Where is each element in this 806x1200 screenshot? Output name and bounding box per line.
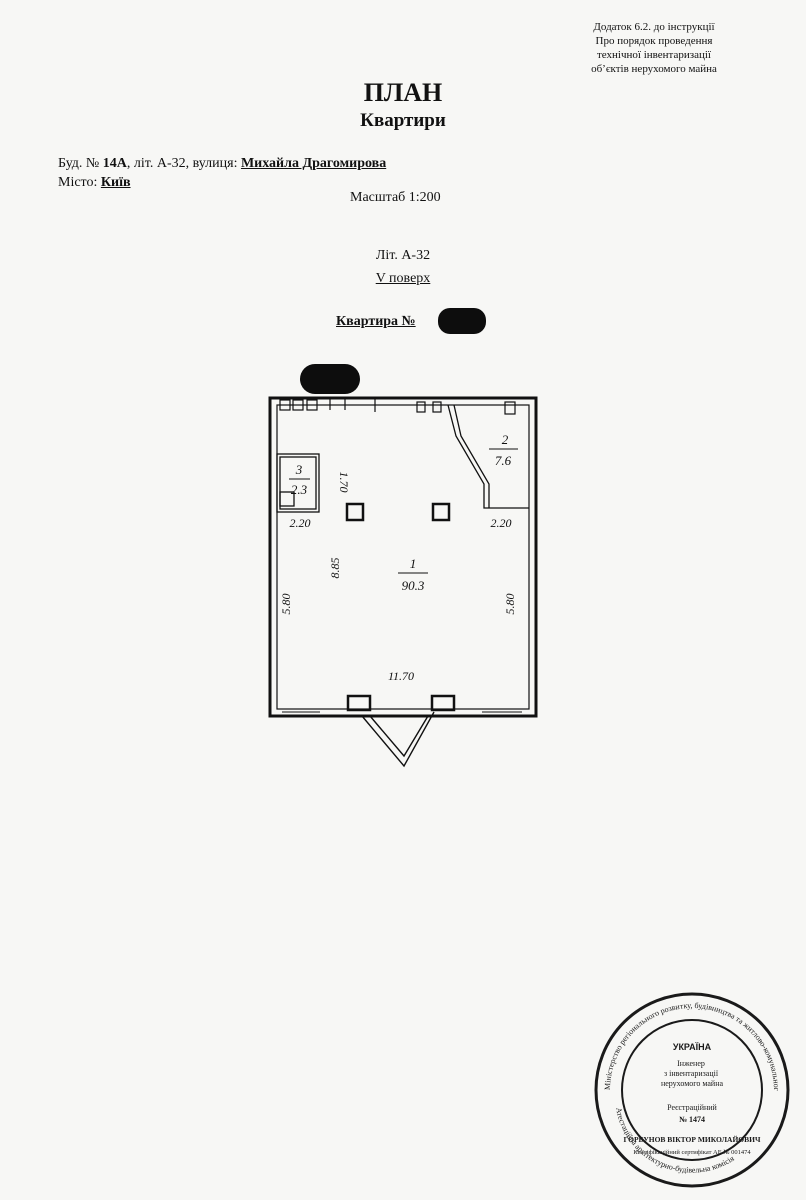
plan-title: ПЛАН	[363, 78, 443, 107]
street-name: Михайла Драгомирова	[240, 156, 387, 171]
stamp-reg-number: № 1474	[679, 1115, 705, 1124]
room2-partition	[447, 404, 529, 509]
address-block: Буд. № 14А, літ. А-32, вулиця: Михайла Д…	[58, 154, 386, 192]
city-line: Місто: Київ	[58, 173, 386, 192]
room-3-number: 3	[295, 462, 303, 477]
apartment-number-redaction	[438, 308, 486, 334]
svg-text:Міністерство регіонального роз: Міністерство регіонального розвитку, буд…	[0, 0, 781, 1092]
building-mid: , літ. А-32, вулиця:	[126, 156, 238, 171]
stamp-cert: Кваліфікаційний сертифікат АЕ № 001474	[633, 1149, 751, 1156]
appendix-note-line: Про порядок проведення	[595, 35, 713, 47]
room-2-number: 2	[502, 432, 509, 447]
dim-inner-height: 8.85	[328, 558, 342, 579]
city-name: Київ	[100, 175, 131, 190]
building-number: 14А	[102, 156, 127, 171]
dim-left-bottom: 2.20	[290, 516, 311, 530]
room-1-number: 1	[410, 556, 417, 571]
engineer-stamp: Міністерство регіонального розвитку, буд…	[0, 0, 790, 1188]
address-line: Буд. № 14А, літ. А-32, вулиця: Михайла Д…	[58, 154, 386, 173]
stamp-ring-top: Міністерство регіонального розвитку, буд…	[0, 0, 781, 1092]
room-1-area: 90.3	[402, 578, 425, 593]
apartment-label: Квартира №	[336, 314, 416, 329]
windows	[282, 694, 522, 713]
room-2-area: 7.6	[495, 453, 512, 468]
appendix-note-line: технічної інвентаризації	[597, 49, 711, 61]
scale-label: Масштаб 1:200	[350, 190, 441, 205]
dim-right-bottom: 2.20	[491, 516, 512, 530]
letter-label: Літ. А-32	[375, 248, 431, 263]
redaction-mark	[300, 364, 360, 394]
stamp-country: УКРАЇНА	[673, 1042, 712, 1052]
dim-left-wall: 5.80	[279, 594, 293, 615]
bay-projection	[361, 711, 435, 768]
building-prefix: Буд. №	[58, 156, 100, 171]
outer-walls	[268, 396, 538, 718]
dim-right-wall: 5.80	[503, 594, 517, 615]
top-wall-details	[279, 398, 516, 415]
room-3-area: 2.3	[291, 482, 308, 497]
appendix-note-line: об’єктів нерухомого майна	[591, 63, 717, 75]
columns	[345, 502, 451, 522]
appendix-note-line: Додаток 6.2. до інструкції	[593, 21, 715, 33]
city-label: Місто:	[58, 175, 98, 190]
plan-subtitle: Квартири	[360, 110, 446, 131]
dim-bottom-width: 11.70	[388, 669, 414, 683]
floor-label: V поверх	[375, 271, 431, 286]
dim-room3-height: 1.70	[337, 472, 351, 493]
stamp-name: ГОРБУНОВ ВІКТОР МИКОЛАЙОВИЧ	[624, 1135, 761, 1144]
stamp-role: Інженер з інвентаризації нерухомого майн…	[661, 1059, 724, 1088]
room3-walls	[276, 453, 320, 513]
appendix-note: Додаток 6.2. до інструкції Про порядок п…	[564, 20, 744, 76]
stamp-reg-label: Реєстраційний	[667, 1103, 717, 1112]
